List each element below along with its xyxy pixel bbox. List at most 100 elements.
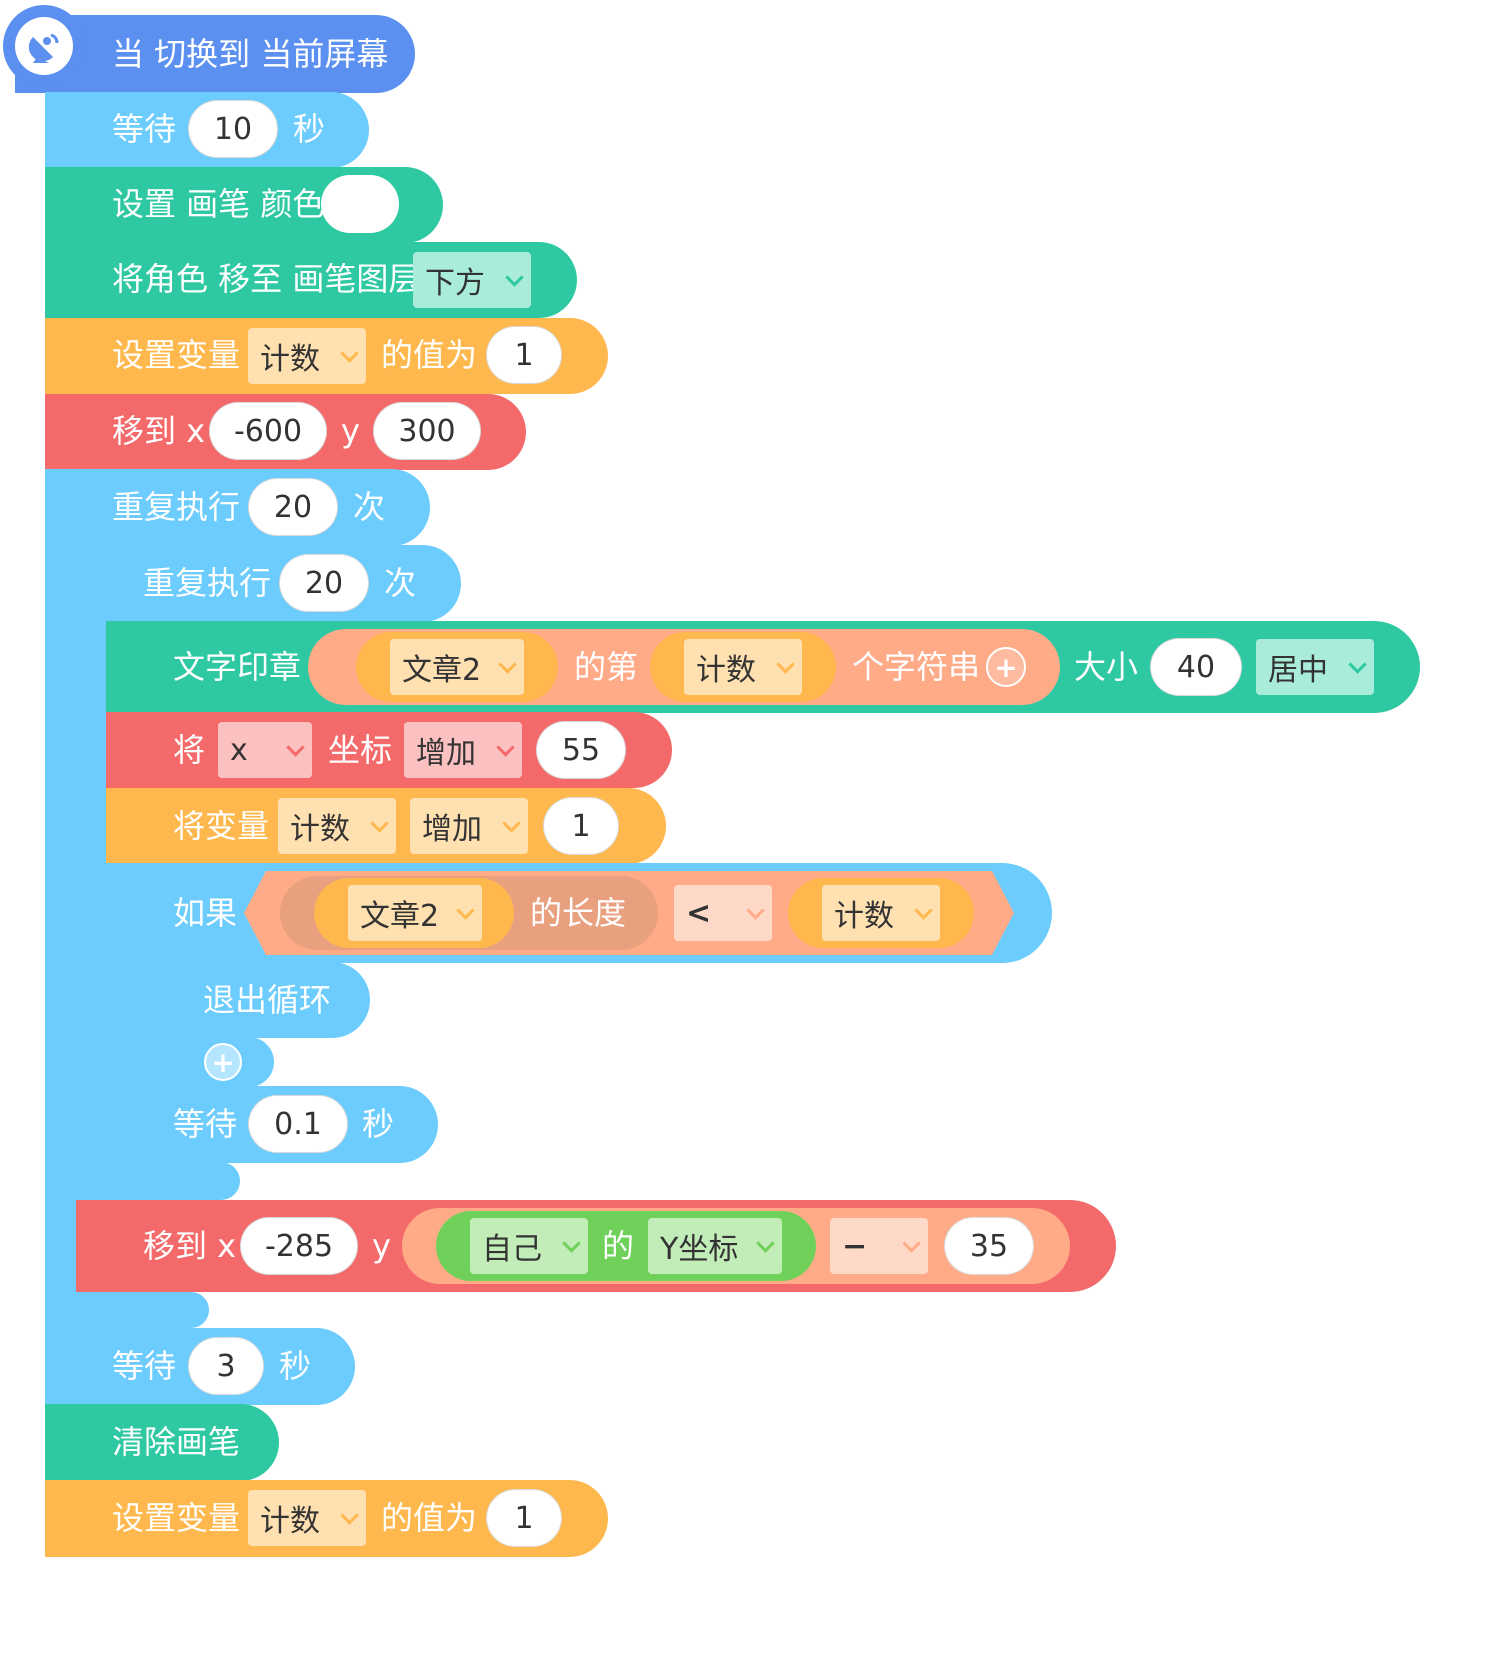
of-label: 的第 — [574, 648, 639, 686]
x-input[interactable]: -600 — [209, 402, 327, 460]
chevron-down-icon — [370, 814, 389, 833]
sprite-property-reporter[interactable]: 自己 的 Y坐标 — [436, 1211, 816, 1281]
chevron-down-icon — [496, 738, 515, 757]
value-to-label: 的值为 — [381, 336, 478, 374]
list-item-reporter[interactable]: 文章2 的第 计数 个字符串 + — [308, 629, 1060, 705]
length-label: 的长度 — [530, 894, 627, 932]
pen-layer-dropdown[interactable]: 下方 — [413, 252, 531, 308]
wait-seconds-input[interactable]: 0.1 — [248, 1095, 348, 1153]
list-reporter[interactable]: 文章2 — [314, 878, 514, 948]
inner-repeat-frame — [76, 545, 108, 1201]
if-label: 如果 — [173, 894, 238, 932]
change-label: 将 — [173, 731, 206, 769]
wait-seconds-input[interactable]: 3 — [188, 1337, 264, 1395]
inner-repeat-footer — [76, 1162, 240, 1200]
set-pen-color-block[interactable]: 设置 画笔 颜色 — [45, 167, 443, 243]
wait-block[interactable]: 等待 3 秒 — [45, 1328, 355, 1405]
if-block[interactable]: 如果 文章2 的长度 < 计数 — [106, 863, 1052, 963]
variable-name: 计数 — [834, 899, 894, 934]
variable-name: 计数 — [260, 1504, 320, 1539]
y-label: y — [372, 1227, 391, 1265]
set-variable-block[interactable]: 设置变量 计数 的值为 1 — [45, 1480, 608, 1557]
seconds-label: 秒 — [362, 1105, 395, 1143]
repeat-label: 重复执行 — [143, 564, 272, 602]
list-name: 文章2 — [360, 899, 440, 934]
arithmetic-reporter[interactable]: 自己 的 Y坐标 − 35 — [402, 1208, 1070, 1284]
axis-value: x — [230, 732, 248, 768]
repeat-count-input[interactable]: 20 — [248, 478, 338, 536]
break-loop-block[interactable]: 退出循环 — [136, 962, 370, 1038]
list-reporter[interactable]: 文章2 — [356, 632, 558, 702]
pen-layer-label: 将角色 移至 画笔图层 — [112, 260, 421, 298]
chevron-down-icon — [776, 655, 795, 674]
wait-label: 等待 — [173, 1105, 238, 1143]
index-variable-dropdown[interactable]: 计数 — [684, 639, 802, 695]
variable-reporter[interactable]: 计数 — [788, 878, 974, 948]
operation-dropdown[interactable]: 增加 — [410, 798, 528, 854]
wait-label: 等待 — [112, 1347, 177, 1385]
times-label: 次 — [384, 564, 417, 602]
y-input[interactable]: 300 — [373, 402, 481, 460]
index-variable-reporter[interactable]: 计数 — [650, 632, 836, 702]
text-stamp-label: 文字印章 — [173, 648, 302, 686]
align-value: 居中 — [1268, 653, 1328, 688]
add-branch-icon[interactable]: + — [204, 1043, 242, 1081]
seconds-label: 秒 — [293, 110, 326, 148]
if-footer: + — [106, 1037, 274, 1087]
chevron-down-icon — [498, 655, 517, 674]
size-input[interactable]: 40 — [1150, 638, 1242, 696]
repeat-count-input[interactable]: 20 — [279, 554, 369, 612]
chevron-down-icon — [1348, 655, 1367, 674]
pen-color-swatch[interactable] — [321, 175, 399, 233]
variable-name: 计数 — [290, 812, 350, 847]
chevron-down-icon — [286, 738, 305, 757]
chevron-down-icon — [502, 814, 521, 833]
comparison-hexagon[interactable]: 文章2 的长度 < 计数 — [244, 871, 1014, 955]
list-dropdown[interactable]: 文章2 — [390, 639, 524, 695]
list-dropdown[interactable]: 文章2 — [348, 885, 482, 941]
move-to-xy-block[interactable]: 移到 x -600 y 300 — [45, 394, 526, 470]
set-variable-block[interactable]: 设置变量 计数 的值为 1 — [45, 318, 608, 394]
variable-dropdown[interactable]: 计数 — [822, 885, 940, 941]
inner-repeat-block[interactable]: 重复执行 20 次 — [76, 545, 461, 622]
break-label: 退出循环 — [203, 981, 332, 1019]
change-amount-input[interactable]: 55 — [536, 721, 626, 779]
list-length-reporter[interactable]: 文章2 的长度 — [280, 876, 658, 950]
outer-repeat-block[interactable]: 重复执行 20 次 — [45, 469, 430, 546]
variable-dropdown[interactable]: 计数 — [278, 798, 396, 854]
property-dropdown[interactable]: Y坐标 — [648, 1218, 782, 1274]
wait-block[interactable]: 等待 10 秒 — [45, 92, 369, 168]
comparison-operator-dropdown[interactable]: < — [674, 885, 772, 941]
align-dropdown[interactable]: 居中 — [1256, 639, 1374, 695]
move-to-xy-block[interactable]: 移到 x -285 y 自己 的 Y坐标 − 35 — [76, 1200, 1116, 1292]
variable-dropdown[interactable]: 计数 — [248, 1490, 366, 1546]
add-param-icon[interactable]: + — [986, 647, 1026, 687]
change-variable-block[interactable]: 将变量 计数 增加 1 — [106, 788, 666, 864]
change-x-block[interactable]: 将 x 坐标 增加 55 — [106, 712, 672, 788]
axis-dropdown[interactable]: x — [218, 722, 312, 778]
wait-seconds-input[interactable]: 10 — [188, 100, 278, 158]
clear-pen-block[interactable]: 清除画笔 — [45, 1404, 279, 1481]
list-name: 文章2 — [402, 653, 482, 688]
operation-value: 增加 — [422, 812, 482, 847]
set-variable-label: 设置变量 — [112, 1499, 241, 1537]
text-stamp-block[interactable]: 文字印章 文章2 的第 计数 个字符串 + 大小 40 居中 — [106, 621, 1420, 713]
variable-dropdown[interactable]: 计数 — [248, 328, 366, 384]
operand-input[interactable]: 35 — [944, 1217, 1034, 1275]
operation-dropdown[interactable]: 增加 — [404, 722, 522, 778]
change-amount-input[interactable]: 1 — [543, 797, 619, 855]
wait-block[interactable]: 等待 0.1 秒 — [106, 1086, 438, 1163]
variable-value-input[interactable]: 1 — [486, 326, 562, 384]
set-pen-color-label: 设置 画笔 颜色 — [112, 185, 325, 223]
of-label: 的 — [602, 1227, 635, 1265]
value-to-label: 的值为 — [381, 1499, 478, 1537]
x-input[interactable]: -285 — [240, 1217, 358, 1275]
variable-value-input[interactable]: 1 — [486, 1489, 562, 1547]
move-to-pen-layer-block[interactable]: 将角色 移至 画笔图层 下方 — [45, 242, 577, 318]
arithmetic-operator-dropdown[interactable]: − — [830, 1218, 928, 1274]
hat-label: 当 切换到 当前屏幕 — [112, 35, 389, 73]
target-dropdown[interactable]: 自己 — [470, 1218, 588, 1274]
chevron-down-icon — [914, 901, 932, 919]
variable-name: 计数 — [696, 653, 756, 688]
repeat-label: 重复执行 — [112, 488, 241, 526]
